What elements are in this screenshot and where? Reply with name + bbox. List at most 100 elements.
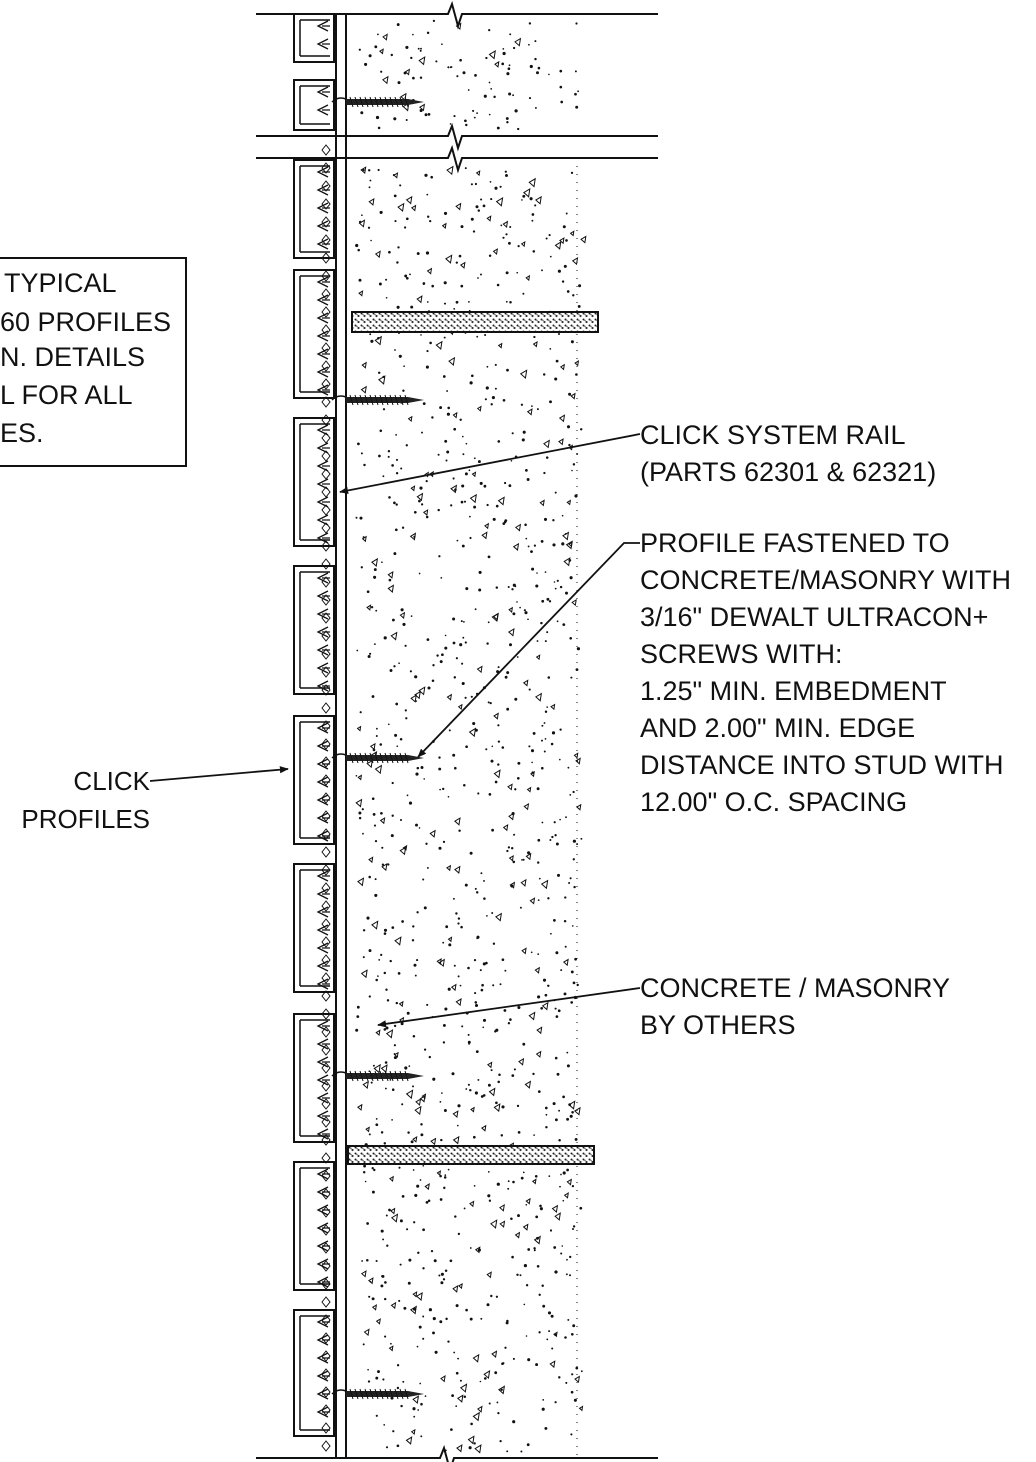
aggregate-stone bbox=[571, 256, 579, 266]
aggregate-stone bbox=[488, 49, 496, 60]
aggregate-dot bbox=[356, 1005, 360, 1009]
aggregate-stone bbox=[493, 1103, 501, 1113]
aggregate-dot bbox=[399, 184, 402, 187]
aggregate-dot bbox=[491, 745, 494, 748]
aggregate-dot bbox=[362, 929, 366, 932]
aggregate-dot bbox=[566, 1258, 568, 1261]
aggregate-dot bbox=[448, 943, 452, 947]
aggregate-dot bbox=[568, 559, 572, 562]
aggregate-dot bbox=[497, 740, 501, 743]
aggregate-dot bbox=[395, 702, 399, 706]
aggregate-dot bbox=[517, 761, 521, 765]
aggregate-stone bbox=[554, 1212, 561, 1221]
aggregate-dot bbox=[455, 912, 458, 915]
aggregate-dot bbox=[559, 818, 561, 821]
aggregate-dot bbox=[367, 654, 371, 659]
aggregate-stone bbox=[415, 1098, 422, 1106]
aggregate-stone bbox=[502, 220, 509, 228]
aggregate-stone bbox=[486, 1271, 492, 1279]
aggregate-stone bbox=[375, 1318, 381, 1325]
aggregate-dot bbox=[534, 106, 537, 109]
aggregate-dot bbox=[526, 478, 530, 481]
aggregate-dot bbox=[534, 57, 537, 61]
aggregate-dot bbox=[560, 100, 564, 104]
aggregate-stone bbox=[456, 1444, 463, 1453]
aggregate-dot bbox=[537, 995, 541, 999]
aggregate-dot bbox=[549, 255, 552, 258]
aggregate-dot bbox=[524, 611, 528, 615]
aggregate-dot bbox=[505, 300, 508, 303]
aggregate-stone bbox=[380, 1064, 388, 1074]
aggregate-dot bbox=[475, 891, 479, 894]
aggregate-dot bbox=[480, 1095, 484, 1098]
aggregate-dot bbox=[522, 1171, 525, 1174]
aggregate-dot bbox=[368, 949, 372, 953]
aggregate-dot bbox=[505, 233, 508, 236]
aggregate-dot bbox=[545, 1125, 548, 1129]
aggregate-stone bbox=[495, 196, 504, 207]
aggregate-dot bbox=[427, 1199, 431, 1203]
aggregate-dot bbox=[393, 501, 396, 505]
aggregate-stone bbox=[525, 852, 532, 861]
aggregate-dot bbox=[440, 1281, 444, 1285]
aggregate-dot bbox=[511, 432, 514, 435]
aggregate-dot bbox=[425, 365, 429, 369]
aggregate-dot bbox=[408, 1065, 411, 1067]
aggregate-dot bbox=[566, 1064, 570, 1068]
aggregate-dot bbox=[537, 838, 541, 842]
aggregate-dot bbox=[539, 1207, 543, 1211]
aggregate-dot bbox=[413, 1415, 416, 1418]
aggregate-dot bbox=[364, 62, 368, 66]
aggregate-dot bbox=[541, 739, 543, 742]
aggregate-dot bbox=[540, 1006, 544, 1010]
aggregate-dot bbox=[366, 590, 370, 594]
aggregate-dot bbox=[396, 745, 399, 748]
aggregate-dot bbox=[513, 833, 516, 836]
aggregate-dot bbox=[374, 878, 377, 881]
aggregate-dot bbox=[389, 959, 392, 963]
aggregate-dot bbox=[456, 539, 459, 542]
aggregate-dot bbox=[527, 1248, 531, 1251]
aggregate-dot bbox=[568, 443, 571, 447]
aggregate-dot bbox=[406, 1228, 409, 1231]
aggregate-stone bbox=[357, 1103, 363, 1111]
aggregate-dot bbox=[442, 941, 445, 944]
aggregate-stone bbox=[549, 1360, 556, 1369]
aggregate-dot bbox=[563, 992, 567, 996]
aggregate-dot bbox=[487, 1171, 490, 1173]
aggregate-stone bbox=[519, 369, 528, 379]
aggregate-dot bbox=[528, 97, 532, 100]
aggregate-dot bbox=[531, 405, 533, 407]
aggregate-dot bbox=[468, 301, 470, 303]
aggregate-dot bbox=[553, 1246, 557, 1249]
aggregate-dot bbox=[399, 737, 403, 741]
aggregate-stone bbox=[405, 1436, 413, 1445]
aggregate-dot bbox=[442, 1023, 446, 1027]
aggregate-dot bbox=[435, 60, 438, 63]
aggregate-dot bbox=[432, 664, 435, 667]
aggregate-dot bbox=[544, 738, 547, 740]
aggregate-dot bbox=[483, 1377, 487, 1380]
aggregate-dot bbox=[536, 640, 539, 642]
aggregate-stone bbox=[514, 523, 522, 532]
aggregate-dot bbox=[509, 643, 512, 647]
aggregate-dot bbox=[566, 1168, 569, 1172]
aggregate-stone bbox=[521, 947, 527, 955]
aggregate-dot bbox=[524, 523, 527, 527]
aggregate-dot bbox=[463, 621, 465, 623]
aggregate-dot bbox=[488, 28, 491, 32]
aggregate-dot bbox=[517, 1131, 521, 1134]
aggregate-dot bbox=[362, 168, 365, 172]
aggregate-stone bbox=[446, 165, 454, 176]
aggregate-dot bbox=[358, 811, 362, 815]
aggregate-stone bbox=[371, 1304, 377, 1311]
aggregate-dot bbox=[487, 701, 490, 704]
aggregate-dot bbox=[485, 961, 488, 965]
aggregate-dot bbox=[533, 1249, 536, 1252]
aggregate-stone bbox=[472, 1353, 480, 1363]
aggregate-dot bbox=[490, 403, 493, 406]
aggregate-dot bbox=[427, 113, 431, 116]
aggregate-stone bbox=[522, 1223, 529, 1231]
aggregate-dot bbox=[566, 290, 570, 293]
aggregate-dot bbox=[362, 1171, 366, 1174]
